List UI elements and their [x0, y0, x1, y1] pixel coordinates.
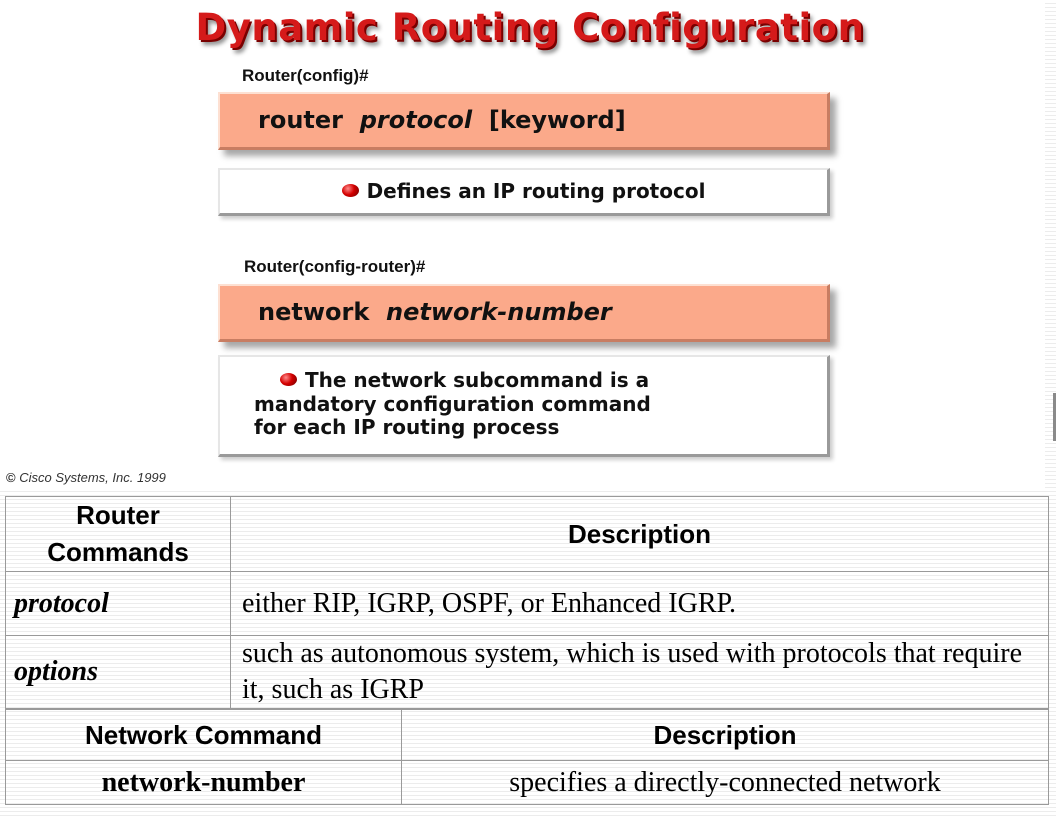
router-description: Defines an IP routing protocol [366, 179, 706, 203]
copyright-icon: © [6, 470, 16, 485]
network-command-box: network network-number [218, 284, 830, 342]
slide-figure: Dynamic Routing Configuration Router(con… [6, 6, 865, 485]
command-parameter: network-number [386, 298, 612, 326]
description-cell: either RIP, IGRP, OSPF, or Enhanced IGRP… [230, 571, 1049, 636]
config-router-prompt: Router(config-router)# [244, 257, 426, 276]
table-row: options such as autonomous system, which… [5, 635, 1049, 709]
description-line: The network subcommand is a [256, 368, 827, 393]
command-parameter: protocol [359, 106, 473, 134]
command-cell: protocol [5, 571, 231, 636]
config-prompt: Router(config)# [242, 66, 369, 85]
command-keyword: router [258, 106, 343, 134]
column-header: Network Command [5, 709, 402, 761]
table-row: network-number specifies a directly-conn… [5, 760, 1049, 805]
command-cell: options [5, 635, 231, 709]
router-command-box: router protocol [keyword] [218, 92, 830, 150]
network-description-box: The network subcommand is a mandatory co… [218, 355, 830, 457]
command-option: [keyword] [488, 106, 626, 134]
edge-marker [1053, 393, 1056, 441]
router-commands-table: Router Commands Description protocol eit… [5, 496, 1049, 709]
router-description-box: Defines an IP routing protocol [218, 168, 830, 216]
description-cell: specifies a directly-connected network [401, 760, 1049, 805]
description-cell: such as autonomous system, which is used… [230, 635, 1049, 709]
description-line: mandatory configuration command [254, 391, 651, 416]
copyright-notice: © Cisco Systems, Inc. 1999 [6, 470, 166, 485]
column-header: Router Commands [5, 496, 231, 572]
column-header: Description [230, 496, 1049, 572]
bullet-icon [341, 184, 359, 197]
command-cell: network-number [5, 760, 402, 805]
network-command-table: Network Command Description network-numb… [5, 709, 1049, 805]
slide-title: Dynamic Routing Configuration [195, 6, 865, 49]
command-keyword: network [258, 298, 370, 326]
table-row: protocol either RIP, IGRP, OSPF, or Enha… [5, 571, 1049, 636]
table-header-row: Network Command Description [5, 709, 1049, 761]
bullet-icon [280, 373, 297, 386]
table-header-row: Router Commands Description [5, 496, 1049, 572]
description-line: for each IP routing process [254, 415, 560, 439]
column-header: Description [401, 709, 1049, 761]
